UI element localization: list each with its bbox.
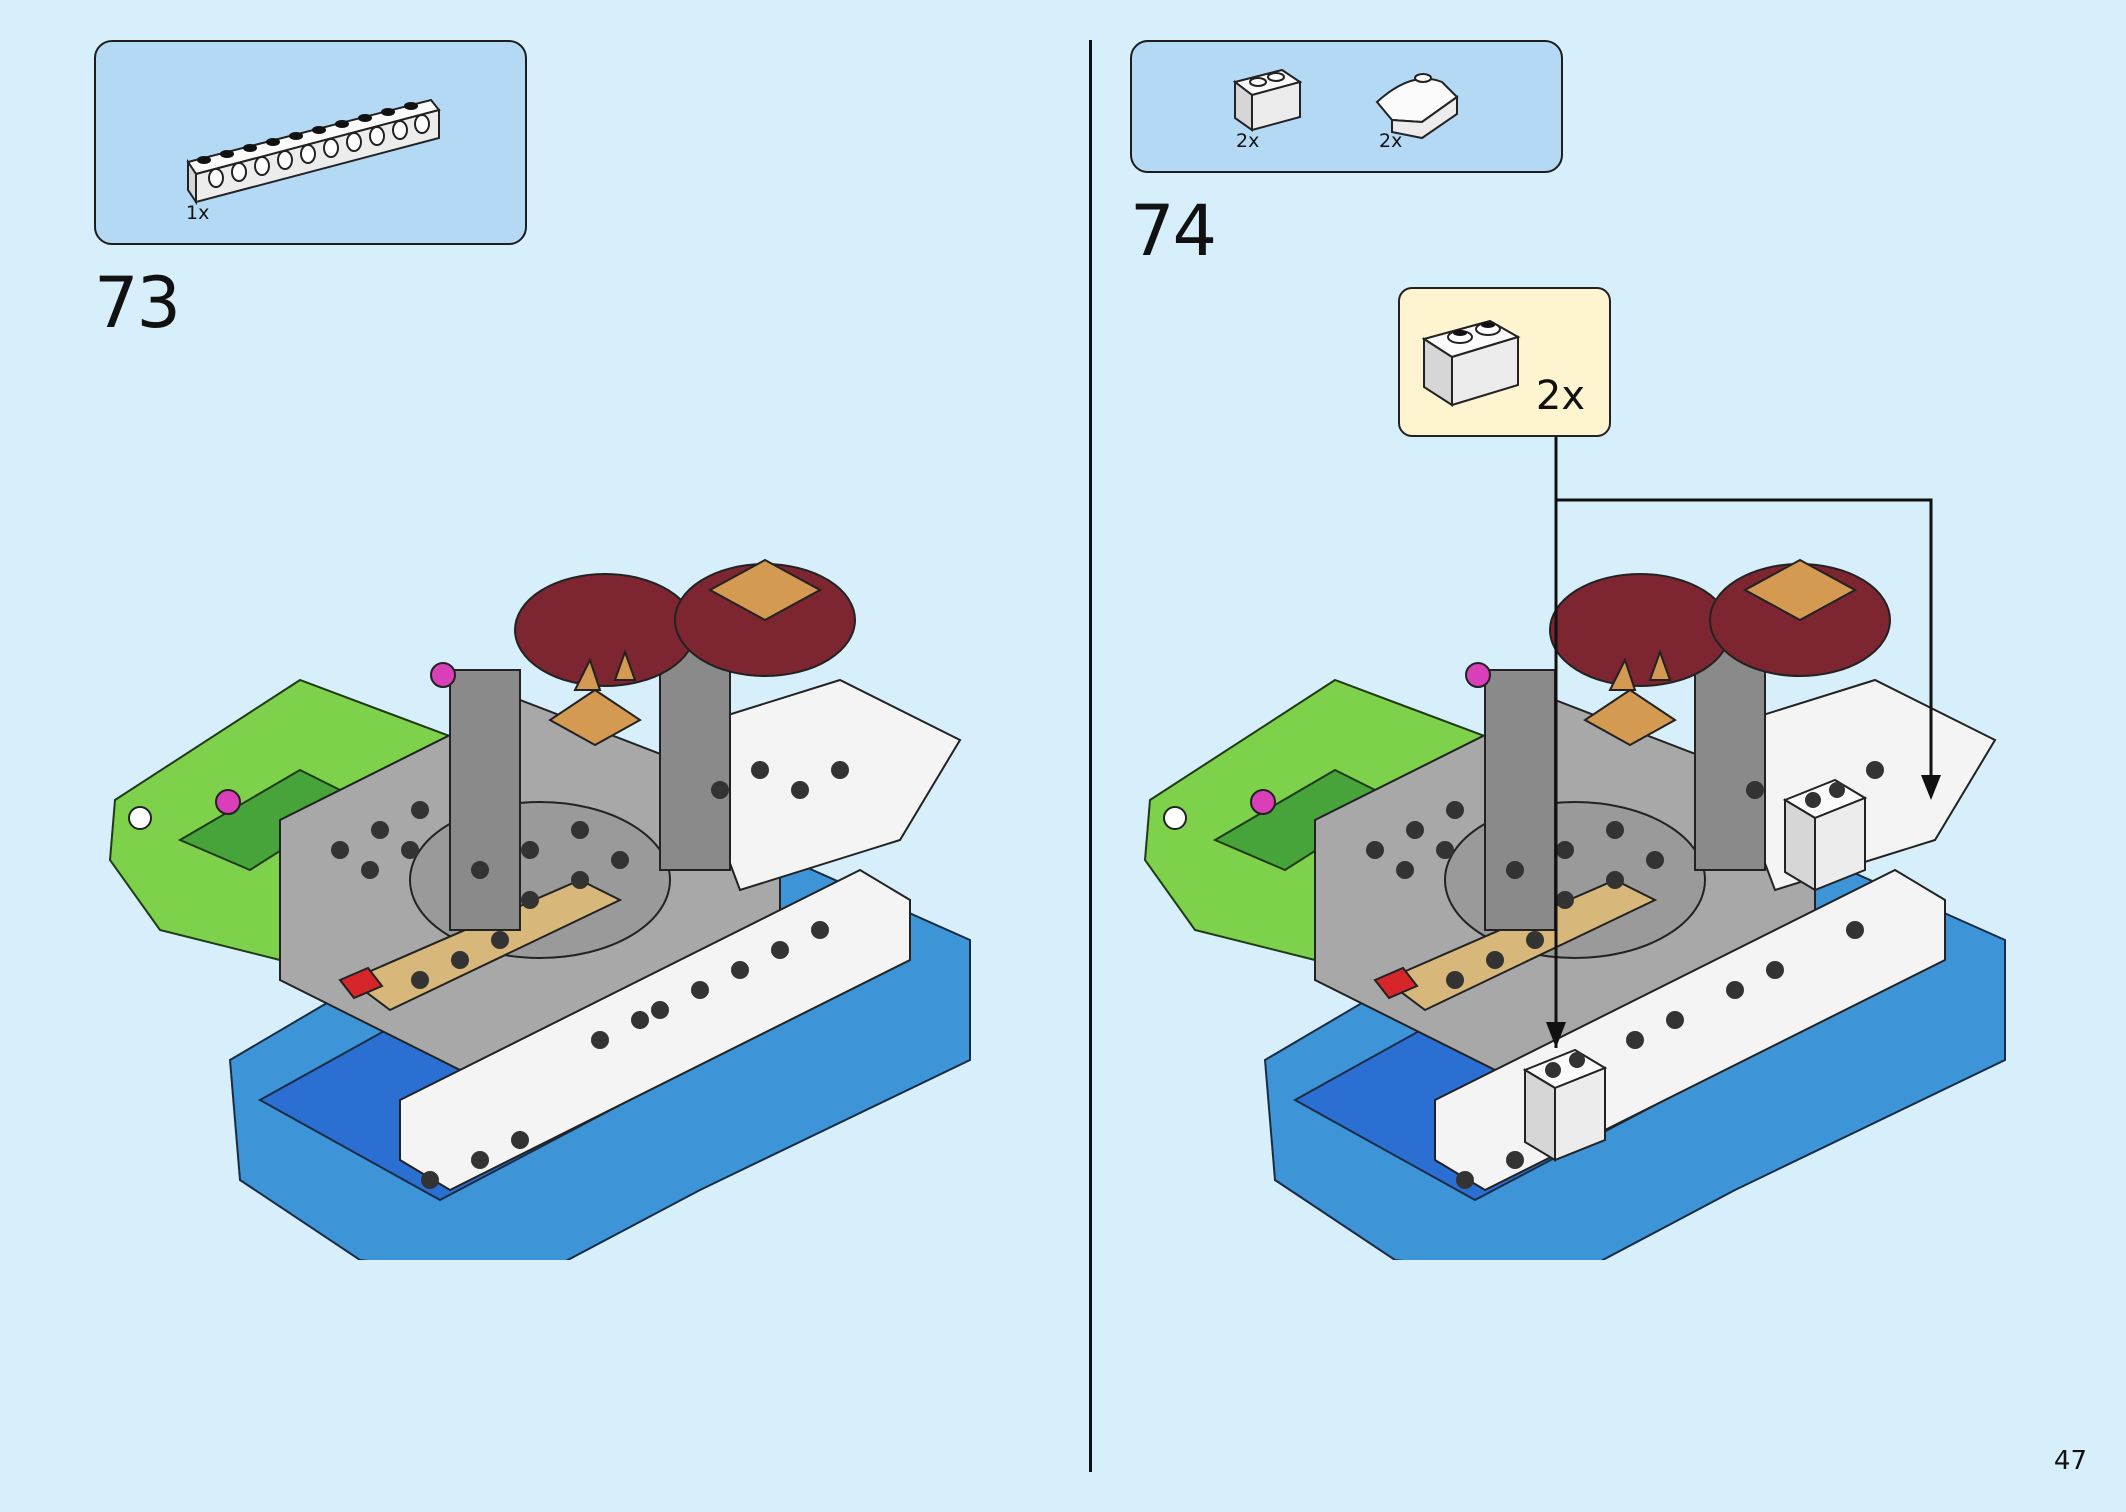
page-number: 47 [2053, 1446, 2087, 1476]
step-number: 73 [94, 262, 181, 344]
parts-box-step-74: 2x 2x [1130, 40, 1563, 173]
part-quantity: 2x [1236, 130, 1260, 152]
white-brick-1x2-icon [1232, 68, 1303, 132]
part-quantity: 2x [1379, 130, 1403, 152]
build-model-step-74 [1143, 558, 2006, 1260]
step-divider [1089, 40, 1092, 1472]
callout-quantity: 2x [1535, 373, 1585, 419]
build-model-step-73 [108, 558, 971, 1260]
white-curved-slope-icon [1375, 73, 1459, 140]
callout-subassembly: 2x [1398, 287, 1611, 437]
parts-box-step-73: 1x [94, 40, 527, 245]
white-technic-beam-1x10-icon [186, 98, 441, 206]
step-number: 74 [1130, 190, 1217, 272]
white-brick-1x2-icon [1421, 319, 1521, 407]
part-quantity: 1x [186, 202, 210, 224]
